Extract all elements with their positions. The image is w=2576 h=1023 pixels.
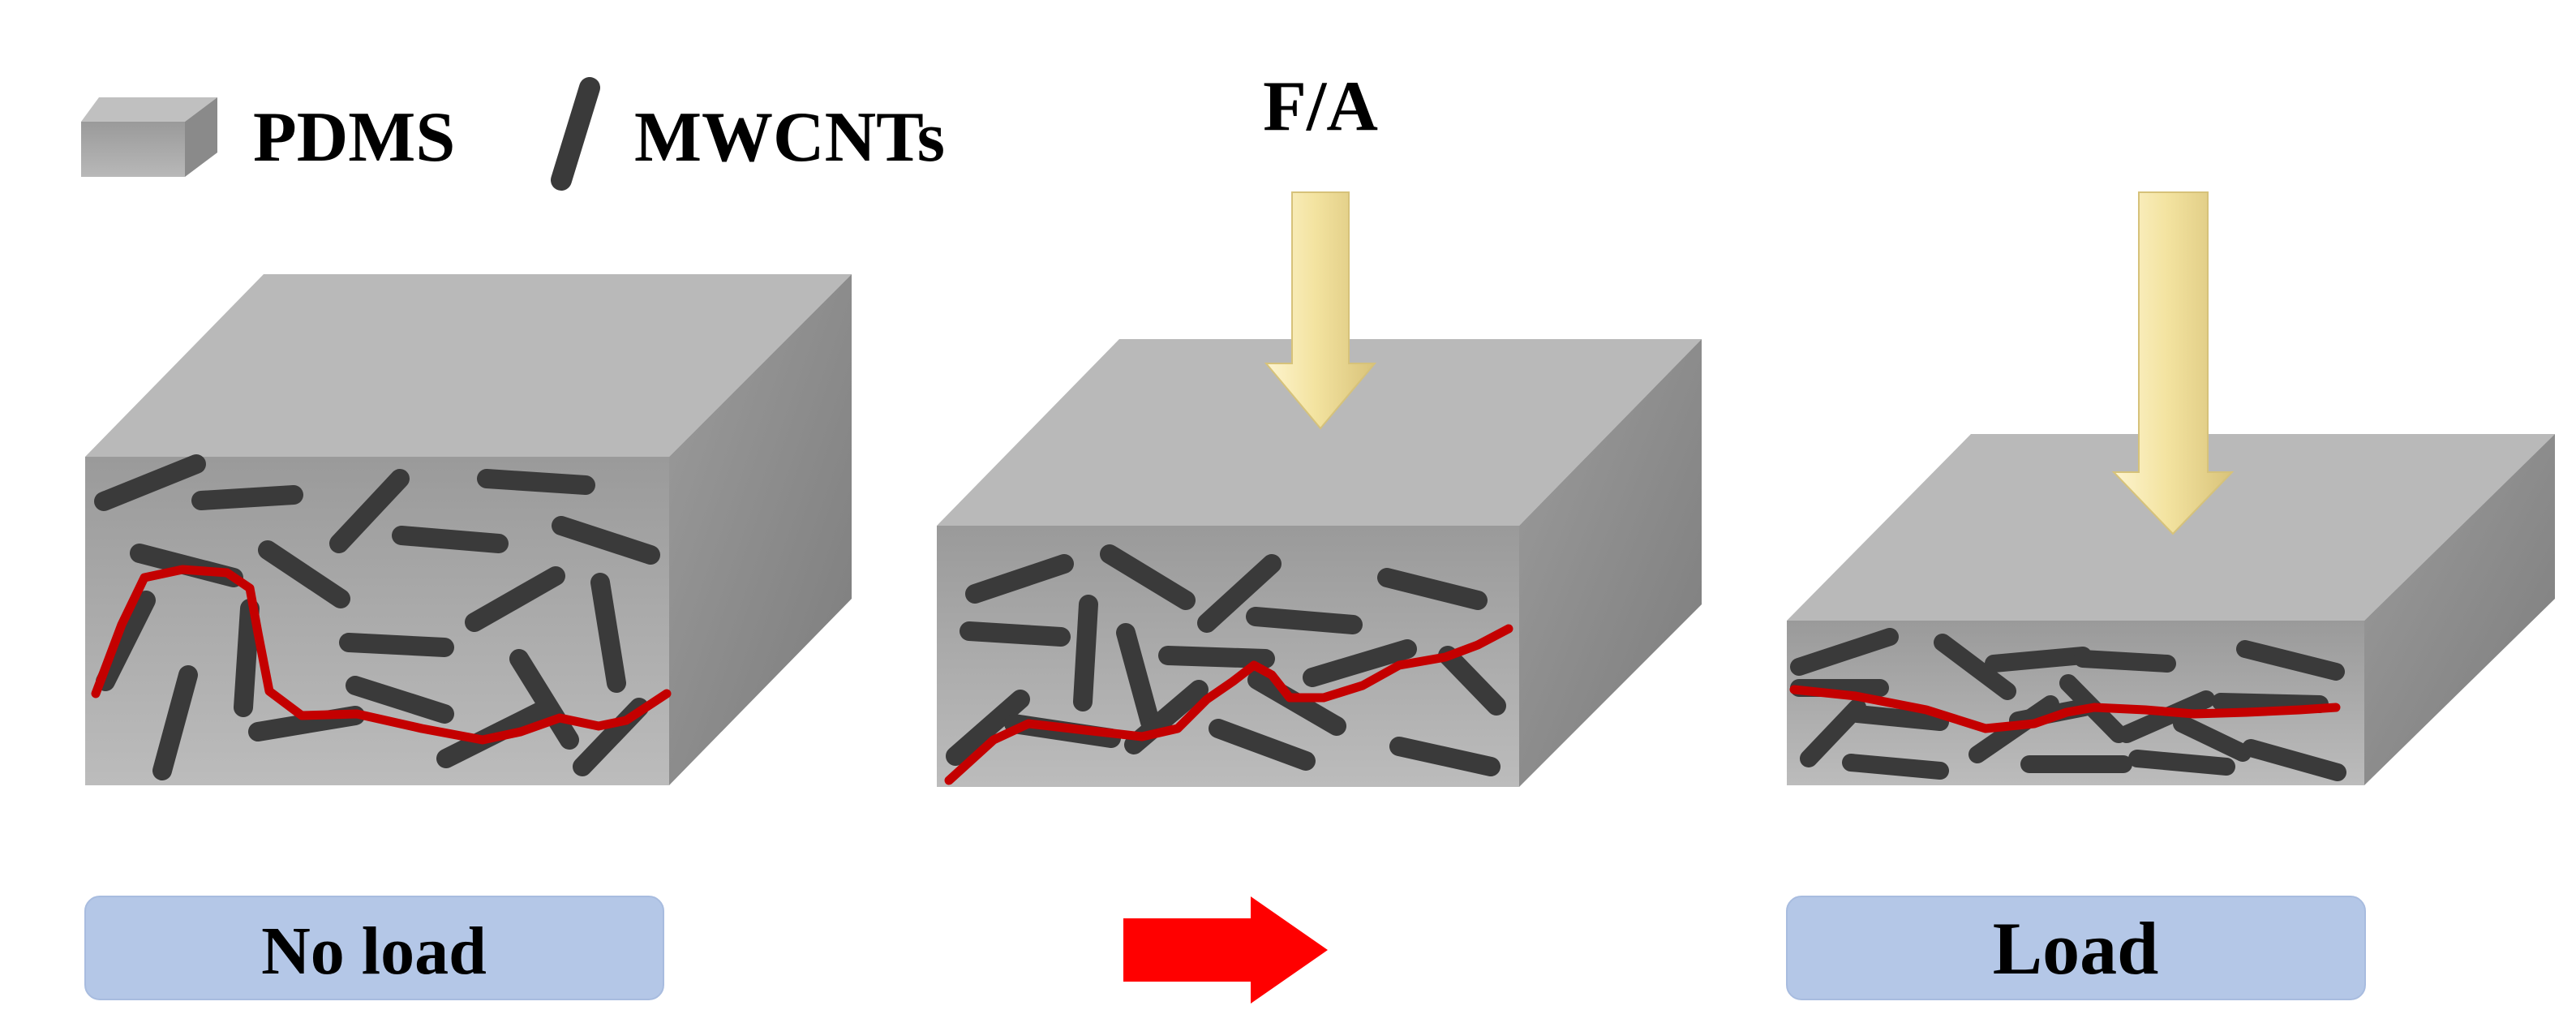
block-top — [85, 274, 852, 457]
block-side — [2364, 434, 2555, 785]
load-label: Load — [1993, 907, 2159, 990]
block-side — [669, 274, 852, 785]
force-arrow — [2111, 191, 2235, 535]
legend: PDMS MWCNTs — [81, 77, 945, 191]
conductive-path — [944, 624, 1513, 785]
no-load-label-box: No load — [84, 896, 664, 1000]
force-arrow — [1264, 191, 1377, 430]
pdms-block-load — [1787, 191, 2555, 785]
block-top — [937, 339, 1702, 526]
force-label: F/A — [1263, 67, 1378, 146]
mwcnt-legend-icon — [551, 77, 600, 191]
pdms-legend-icon — [81, 97, 217, 177]
mwcnts-legend-label: MWCNTs — [634, 98, 945, 177]
transition-arrow-icon — [1123, 896, 1328, 1004]
mwcnt-tubes — [94, 454, 660, 780]
no-load-label: No load — [261, 913, 487, 989]
pdms-block-compressing: F/A — [937, 67, 1702, 787]
load-label-box: Load — [1786, 896, 2366, 1000]
conductive-path — [1789, 685, 2341, 733]
pdms-legend-label: PDMS — [253, 98, 455, 177]
conductive-path — [91, 565, 672, 745]
block-side — [1519, 339, 1702, 787]
mwcnt-tubes — [1790, 628, 2346, 781]
pdms-block-no-load — [85, 274, 852, 785]
